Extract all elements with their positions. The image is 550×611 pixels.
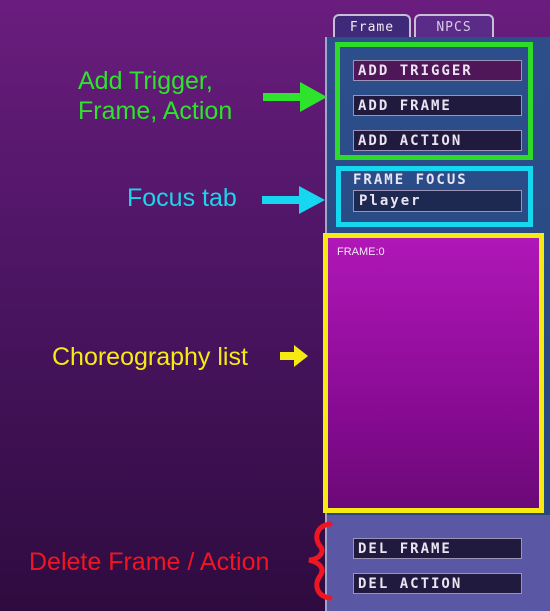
tab-frame[interactable]: Frame <box>333 14 411 38</box>
choreography-list[interactable] <box>328 238 539 508</box>
frame-focus-label: FRAME FOCUS <box>353 172 468 188</box>
add-frame-button[interactable]: ADD FRAME <box>353 95 522 116</box>
add-action-button[interactable]: ADD ACTION <box>353 130 522 151</box>
del-action-button[interactable]: DEL ACTION <box>353 573 522 594</box>
add-trigger-button[interactable]: ADD TRIGGER <box>353 60 522 81</box>
add-buttons-highlight <box>335 42 533 160</box>
list-highlight <box>323 233 544 513</box>
delete-annotation-label: Delete Frame / Action <box>29 548 270 576</box>
frame-focus-field[interactable]: Player <box>353 190 522 212</box>
delete-section <box>325 515 550 611</box>
add-annotation-label: Add Trigger, Frame, Action <box>78 67 233 125</box>
red-bracket-icon <box>308 521 333 601</box>
yellow-arrow-icon <box>280 345 308 367</box>
tab-npcs[interactable]: NPCS <box>414 14 494 38</box>
list-annotation-label: Choreography list <box>52 343 248 371</box>
list-item[interactable]: FRAME:0 <box>337 246 385 258</box>
green-arrow-icon <box>263 82 327 112</box>
cyan-arrow-icon <box>262 186 325 214</box>
focus-annotation-label: Focus tab <box>127 184 237 212</box>
focus-highlight <box>336 166 533 227</box>
del-frame-button[interactable]: DEL FRAME <box>353 538 522 559</box>
